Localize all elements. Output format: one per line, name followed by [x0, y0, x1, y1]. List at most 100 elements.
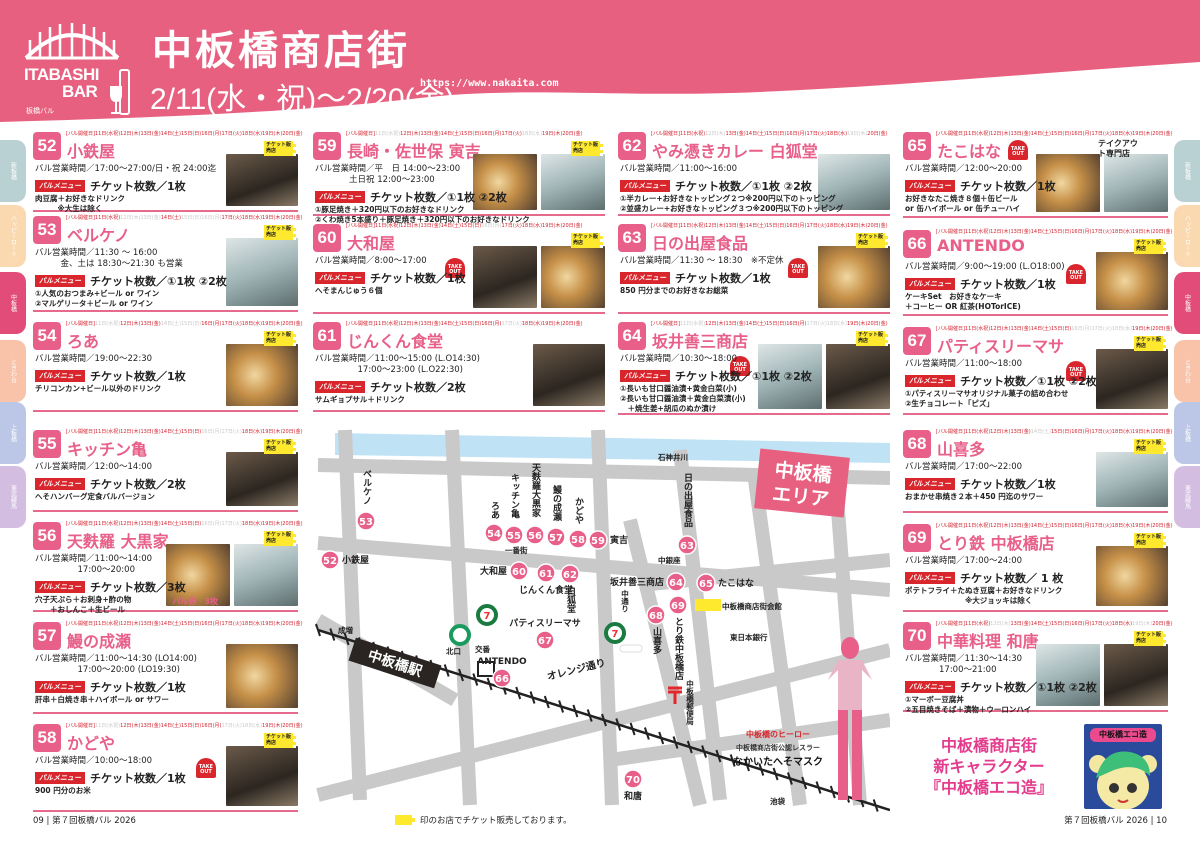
website-link[interactable]: https://www.nakaita.com	[420, 78, 559, 89]
map-pin[interactable]	[546, 527, 566, 547]
shop-photo	[226, 238, 298, 306]
side-tab-left[interactable]: ときわ台	[0, 340, 26, 402]
shop-card[interactable]: 62 [バル開催日]11日(水祝)12日(木)13日(金)14日(土)15日(日…	[618, 130, 890, 216]
bal-menu-label: バルメニュー	[35, 478, 85, 490]
closed-day: 16日(月)	[481, 223, 502, 229]
map-pin[interactable]	[509, 561, 529, 581]
closed-day: 15日(日)	[180, 215, 202, 221]
hours-label: バル営業時間／	[620, 256, 680, 266]
menu-row: バルメニューチケット枚数／2枚	[35, 476, 186, 492]
menu-line: ＋焼生姜+胡瓜のぬか漬け	[620, 404, 717, 413]
hours-label: バル営業時間／	[315, 164, 375, 174]
hours-value: 11:30 〜 16:00 金、土は 18:30〜21:30 も営業	[60, 248, 183, 269]
side-tab-left[interactable]: 新板橋	[0, 140, 26, 202]
held-days: [バル開催日]11日(水祝)12日(木)13日(金)14日(土)15日(日)16…	[936, 325, 1173, 332]
bal-menu-label: バルメニュー	[35, 180, 85, 192]
shop-card[interactable]: 68 [バル開催日]11日(水祝)12日(木)13日(金)14日(土)15日(日…	[903, 428, 1173, 513]
shop-card[interactable]: 64 [バル開催日]11日(水祝)12日(木)13日(金)14日(土)15日(日…	[618, 320, 890, 415]
map-pin[interactable]	[356, 511, 376, 531]
map-pin[interactable]	[677, 535, 697, 555]
open-day: 17日(火)	[1091, 621, 1112, 627]
railway-tie	[629, 722, 636, 736]
open-day: 11日(水祝)	[374, 321, 401, 327]
shop-card[interactable]: 57 [バル開催日]11日(水祝)12日(木)13日(金)14日(土)15日(日…	[33, 620, 303, 714]
map-place-river: 石神井川	[657, 452, 688, 462]
side-tab-right[interactable]: 新板橋	[1174, 140, 1200, 202]
shop-card[interactable]: 56 [バル開催日]11日(水祝)12日(木)13日(金)14日(土)15日(日…	[33, 520, 303, 614]
ticket-shop-badge: チケット販売店	[1134, 631, 1166, 646]
map-pin[interactable]	[623, 769, 643, 789]
map-pin[interactable]	[484, 523, 504, 543]
side-tab-left[interactable]: 中板橋	[0, 272, 26, 334]
takeout-icon: TAKE OUT	[788, 258, 808, 278]
map-pin[interactable]	[568, 529, 588, 549]
business-hours: バル営業時間／11:30 〜 16:00 金、土は 18:30〜21:30 も営…	[35, 248, 183, 270]
held-days-label: [バル開催日]	[651, 223, 680, 229]
map-pin[interactable]	[668, 595, 688, 615]
ticket-shop-badge: チケット販売店	[571, 233, 603, 248]
map-pin-number: 52	[323, 556, 337, 567]
map-pin[interactable]	[535, 630, 555, 650]
side-tab-left[interactable]: 東武練馬	[0, 466, 26, 528]
map-pin[interactable]	[588, 530, 608, 550]
side-tab-left[interactable]: 上板橋	[0, 402, 26, 464]
shop-name: パティスリーマサ	[937, 337, 1065, 356]
shop-card[interactable]: 65 [バル開催日]11日(水祝)12日(木)13日(金)14日(土)15日(日…	[903, 130, 1173, 218]
ticket-count: チケット枚数／ 1 枚	[960, 572, 1064, 585]
shop-card[interactable]: 60 [バル開催日]11日(水祝)12日(木)13日(金)14日(土)15日(日…	[313, 222, 605, 314]
map-pin[interactable]	[696, 573, 716, 593]
open-day: 13日(金)	[140, 621, 161, 627]
ticket-shop-badge: チケット販売店	[264, 331, 296, 346]
map-pin[interactable]	[525, 525, 545, 545]
map-pin[interactable]	[666, 572, 686, 592]
side-tab-right[interactable]: 上板橋	[1174, 402, 1200, 464]
held-days-label: [バル開催日]	[346, 131, 375, 137]
map-pin[interactable]	[646, 605, 666, 625]
side-tab-right[interactable]: 中板橋	[1174, 272, 1200, 334]
open-day: 12日(木)	[120, 429, 141, 435]
open-day: 15日(日)	[180, 521, 202, 527]
map-pin[interactable]	[492, 668, 512, 688]
shop-card[interactable]: 67 [バル開催日]11日(水祝)12日(木)13日(金)14日(土)15日(日…	[903, 325, 1173, 415]
open-day: 16日(月)	[201, 723, 222, 729]
railway-tie	[658, 731, 665, 745]
side-tab-right[interactable]: 東武練馬	[1174, 466, 1200, 528]
shop-card[interactable]: 58 [バル開催日]11日(水祝)12日(木)13日(金)14日(土)15日(日…	[33, 722, 303, 812]
hours-value: 11:00〜14:00 17:00〜20:00	[77, 554, 153, 575]
open-day: 17日(火)	[221, 321, 242, 327]
shop-name: かどや	[67, 734, 116, 753]
open-day: 18日(水)	[241, 621, 263, 627]
open-day: 19日(木)	[847, 223, 868, 229]
bal-menu-label: バルメニュー	[620, 180, 670, 192]
ticket-shop-badge: チケット販売店	[1134, 533, 1166, 548]
shop-card[interactable]: 54 [バル開催日]11日(水祝)12日(木)13日(金)14日(土)15日(日…	[33, 320, 303, 412]
open-day: 19日(木)	[1132, 429, 1153, 435]
map-pin[interactable]	[504, 525, 524, 545]
shop-card[interactable]: 70 [バル開催日]11日(水祝)12日(木)13日(金)14日(土)15日(日…	[903, 620, 1173, 714]
side-tab-right[interactable]: ときわ台	[1174, 340, 1200, 402]
side-tab-right[interactable]: ハッピーロード	[1174, 205, 1200, 267]
held-days: [バル開催日]11日(水祝)12日(木)13日(金)14日(土)15日(日)16…	[936, 620, 1173, 627]
railway-tie	[472, 673, 479, 686]
post-office-icon	[668, 686, 682, 704]
shop-card[interactable]: 66 [バル開催日]11日(水祝)12日(木)13日(金)14日(土)15日(日…	[903, 228, 1173, 316]
shop-photo	[226, 746, 298, 806]
railway-tie	[615, 718, 622, 731]
side-tab-left[interactable]: ハッピーロード	[0, 205, 26, 267]
shop-card[interactable]: 53 [バル開催日]11日(水祝)12日(木)13日(金)14日(土)15日(日…	[33, 214, 303, 312]
shop-card[interactable]: 55 [バル開催日]11日(水祝)12日(木)13日(金)14日(土)15日(日…	[33, 428, 303, 512]
shop-card[interactable]: 59 [バル開催日]11日(水祝)12日(木)13日(金)14日(土)15日(日…	[313, 130, 605, 224]
map-pin[interactable]	[560, 564, 580, 584]
shop-card[interactable]: 63 [バル開催日]11日(水祝)12日(木)13日(金)14日(土)15日(日…	[618, 222, 890, 314]
bal-menu-label: バルメニュー	[35, 772, 85, 784]
shop-card[interactable]: 69 [バル開催日]11日(水祝)12日(木)13日(金)14日(土)15日(日…	[903, 522, 1173, 612]
map-pin[interactable]	[320, 550, 340, 570]
map-pin[interactable]	[536, 563, 556, 583]
road	[445, 429, 477, 806]
held-days: [バル開催日]11日(水祝)12日(木)13日(金)14日(土)15日(日)16…	[936, 130, 1173, 137]
shop-card[interactable]: 61 [バル開催日]11日(水祝)12日(木)13日(金)14日(土)15日(日…	[313, 320, 605, 412]
open-day: 13日(金)	[725, 223, 746, 229]
shop-card[interactable]: 52 [バル開催日]11日(水祝)12日(木)13日(金)14日(土)15日(日…	[33, 130, 303, 213]
